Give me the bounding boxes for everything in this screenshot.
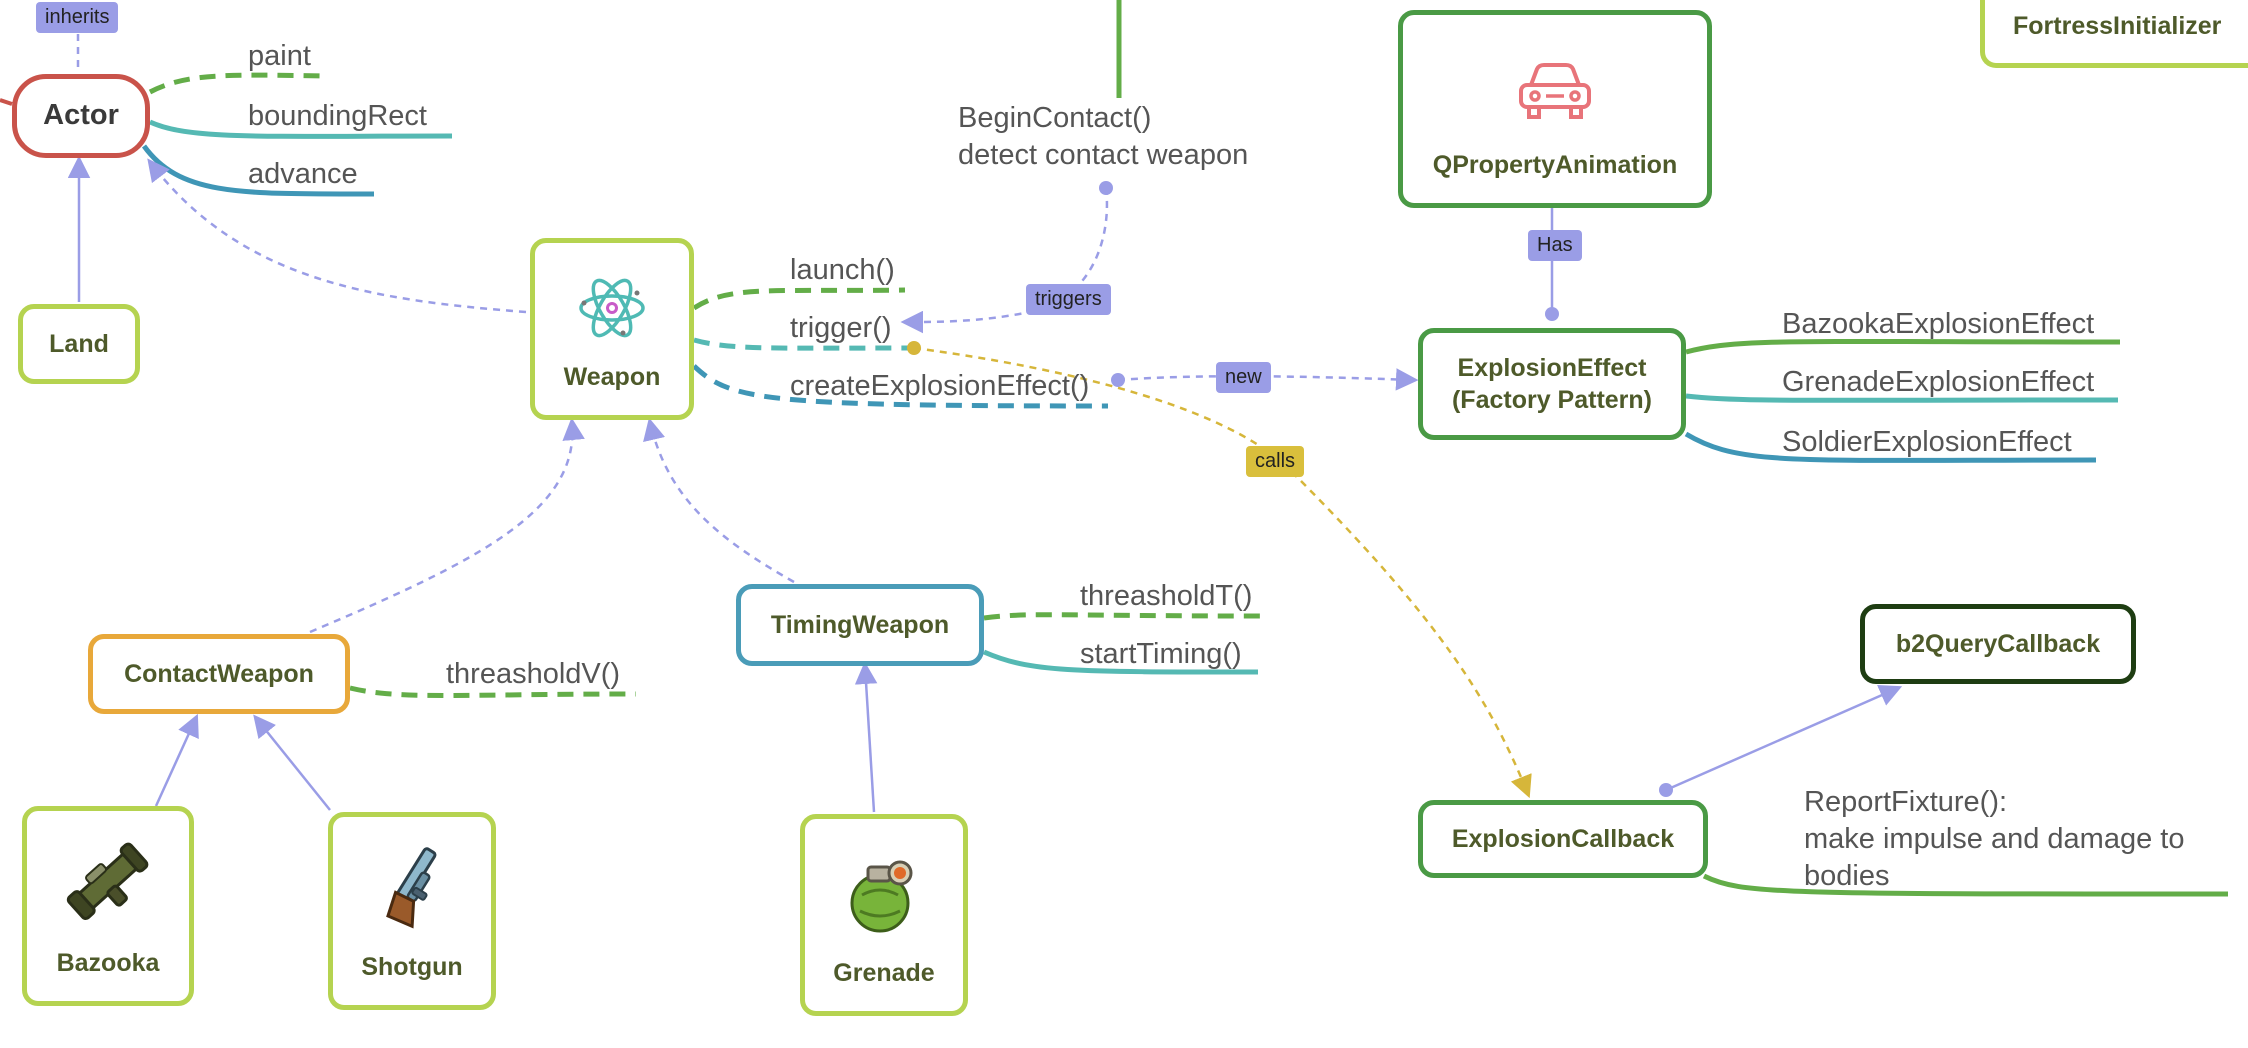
calls-dot [907,341,921,355]
node-explosion-effect-label: ExplosionEffect (Factory Pattern) [1451,353,1653,415]
node-fortress-initializer[interactable]: FortressInitializer [1980,0,2248,68]
branch-trigger-line [693,337,916,351]
note-begin-contact: BeginContact() detect contact weapon [958,102,1249,172]
branch-create-explosion-effect: createExplosionEffect() [790,370,1090,402]
branch-bounding-rect-line [148,119,453,139]
node-weapon[interactable]: Weapon [530,238,694,420]
node-b2query-callback[interactable]: b2QueryCallback [1860,604,2136,684]
node-shotgun-label: Shotgun [361,952,463,981]
contact-weapon-to-weapon [309,417,585,634]
calls-relation [913,346,1532,799]
branch-bazooka-explosion-effect: BazookaExplosionEffect [1782,308,2095,340]
branch-grenade-explosion-effect: GrenadeExplosionEffect [1782,366,2095,398]
node-fortress-initializer-label: FortressInitializer [2013,12,2222,41]
branch-bounding-rect: boundingRect [248,100,427,132]
node-weapon-label: Weapon [563,362,661,391]
node-b2query-callback-label: b2QueryCallback [1895,629,2101,658]
tag-triggers: triggers [1026,284,1111,315]
node-land[interactable]: Land [18,304,140,384]
node-timing-weapon[interactable]: TimingWeapon [736,584,984,666]
branch-advance: advance [248,158,358,190]
node-shotgun[interactable]: Shotgun [328,812,496,1010]
tag-calls: calls [1246,446,1305,477]
node-land-label: Land [49,329,109,358]
node-explosion-callback-label: ExplosionCallback [1451,824,1675,853]
branch-report-fixture-line [1702,873,2229,897]
node-qproperty-animation-label: QPropertyAnimation [1432,150,1678,179]
branch-grenade-explosion-effect-line [1685,393,2119,403]
atom-icon [579,278,645,337]
branch-threashold-v: threasholdV() [446,658,621,690]
node-actor[interactable]: Actor [12,74,150,158]
triggers-dot [1099,181,1113,195]
branch-soldier-explosion-effect-line [1684,431,2097,463]
branch-paint-line [148,72,326,95]
branch-threashold-t-line [983,612,1261,621]
branch-trigger: trigger() [790,312,892,344]
shotgun-icon [386,846,437,929]
tag-new: new [1216,362,1271,393]
explosion-callback-to-b2query [1665,684,1903,792]
note-report-fixture: ReportFixture(): make impulse and damage… [1804,786,2185,893]
grenade-icon [850,860,913,932]
has-dot [1545,307,1559,321]
inheritance-dot [1659,783,1673,797]
node-explosion-effect[interactable]: ExplosionEffect (Factory Pattern) [1418,328,1686,440]
new-dot [1111,373,1125,387]
bazooka-icon [66,842,149,920]
branch-soldier-explosion-effect: SoldierExplosionEffect [1782,426,2072,458]
bazooka-to-contact-weapon [154,713,199,807]
node-contact-weapon-label: ContactWeapon [124,659,314,688]
tag-has: Has [1528,230,1582,261]
node-bazooka[interactable]: Bazooka [22,806,194,1006]
shotgun-to-contact-weapon [253,714,331,811]
node-timing-weapon-label: TimingWeapon [770,610,950,639]
actor-left-stub [0,98,13,106]
branch-threashold-t: threasholdT() [1080,580,1253,612]
car-icon [1519,62,1591,119]
branch-create-explosion-effect-line [692,364,1109,409]
node-grenade[interactable]: Grenade [800,814,968,1016]
node-bazooka-label: Bazooka [56,948,160,977]
node-contact-weapon[interactable]: ContactWeapon [88,634,350,714]
branch-start-timing: startTiming() [1080,638,1242,670]
branch-bazooka-explosion-effect-line [1685,338,2121,355]
node-actor-label: Actor [43,99,119,132]
branch-start-timing-line [983,649,1259,675]
branch-paint: paint [248,40,311,72]
grenade-to-timing-weapon [854,661,878,813]
node-qproperty-animation[interactable]: QPropertyAnimation [1398,10,1712,208]
node-explosion-callback[interactable]: ExplosionCallback [1418,800,1708,878]
branch-launch: launch() [790,254,895,286]
timing-weapon-to-weapon [643,417,795,584]
branch-launch-line [692,287,906,311]
node-grenade-label: Grenade [833,958,935,987]
tag-inherits: inherits [36,2,119,33]
